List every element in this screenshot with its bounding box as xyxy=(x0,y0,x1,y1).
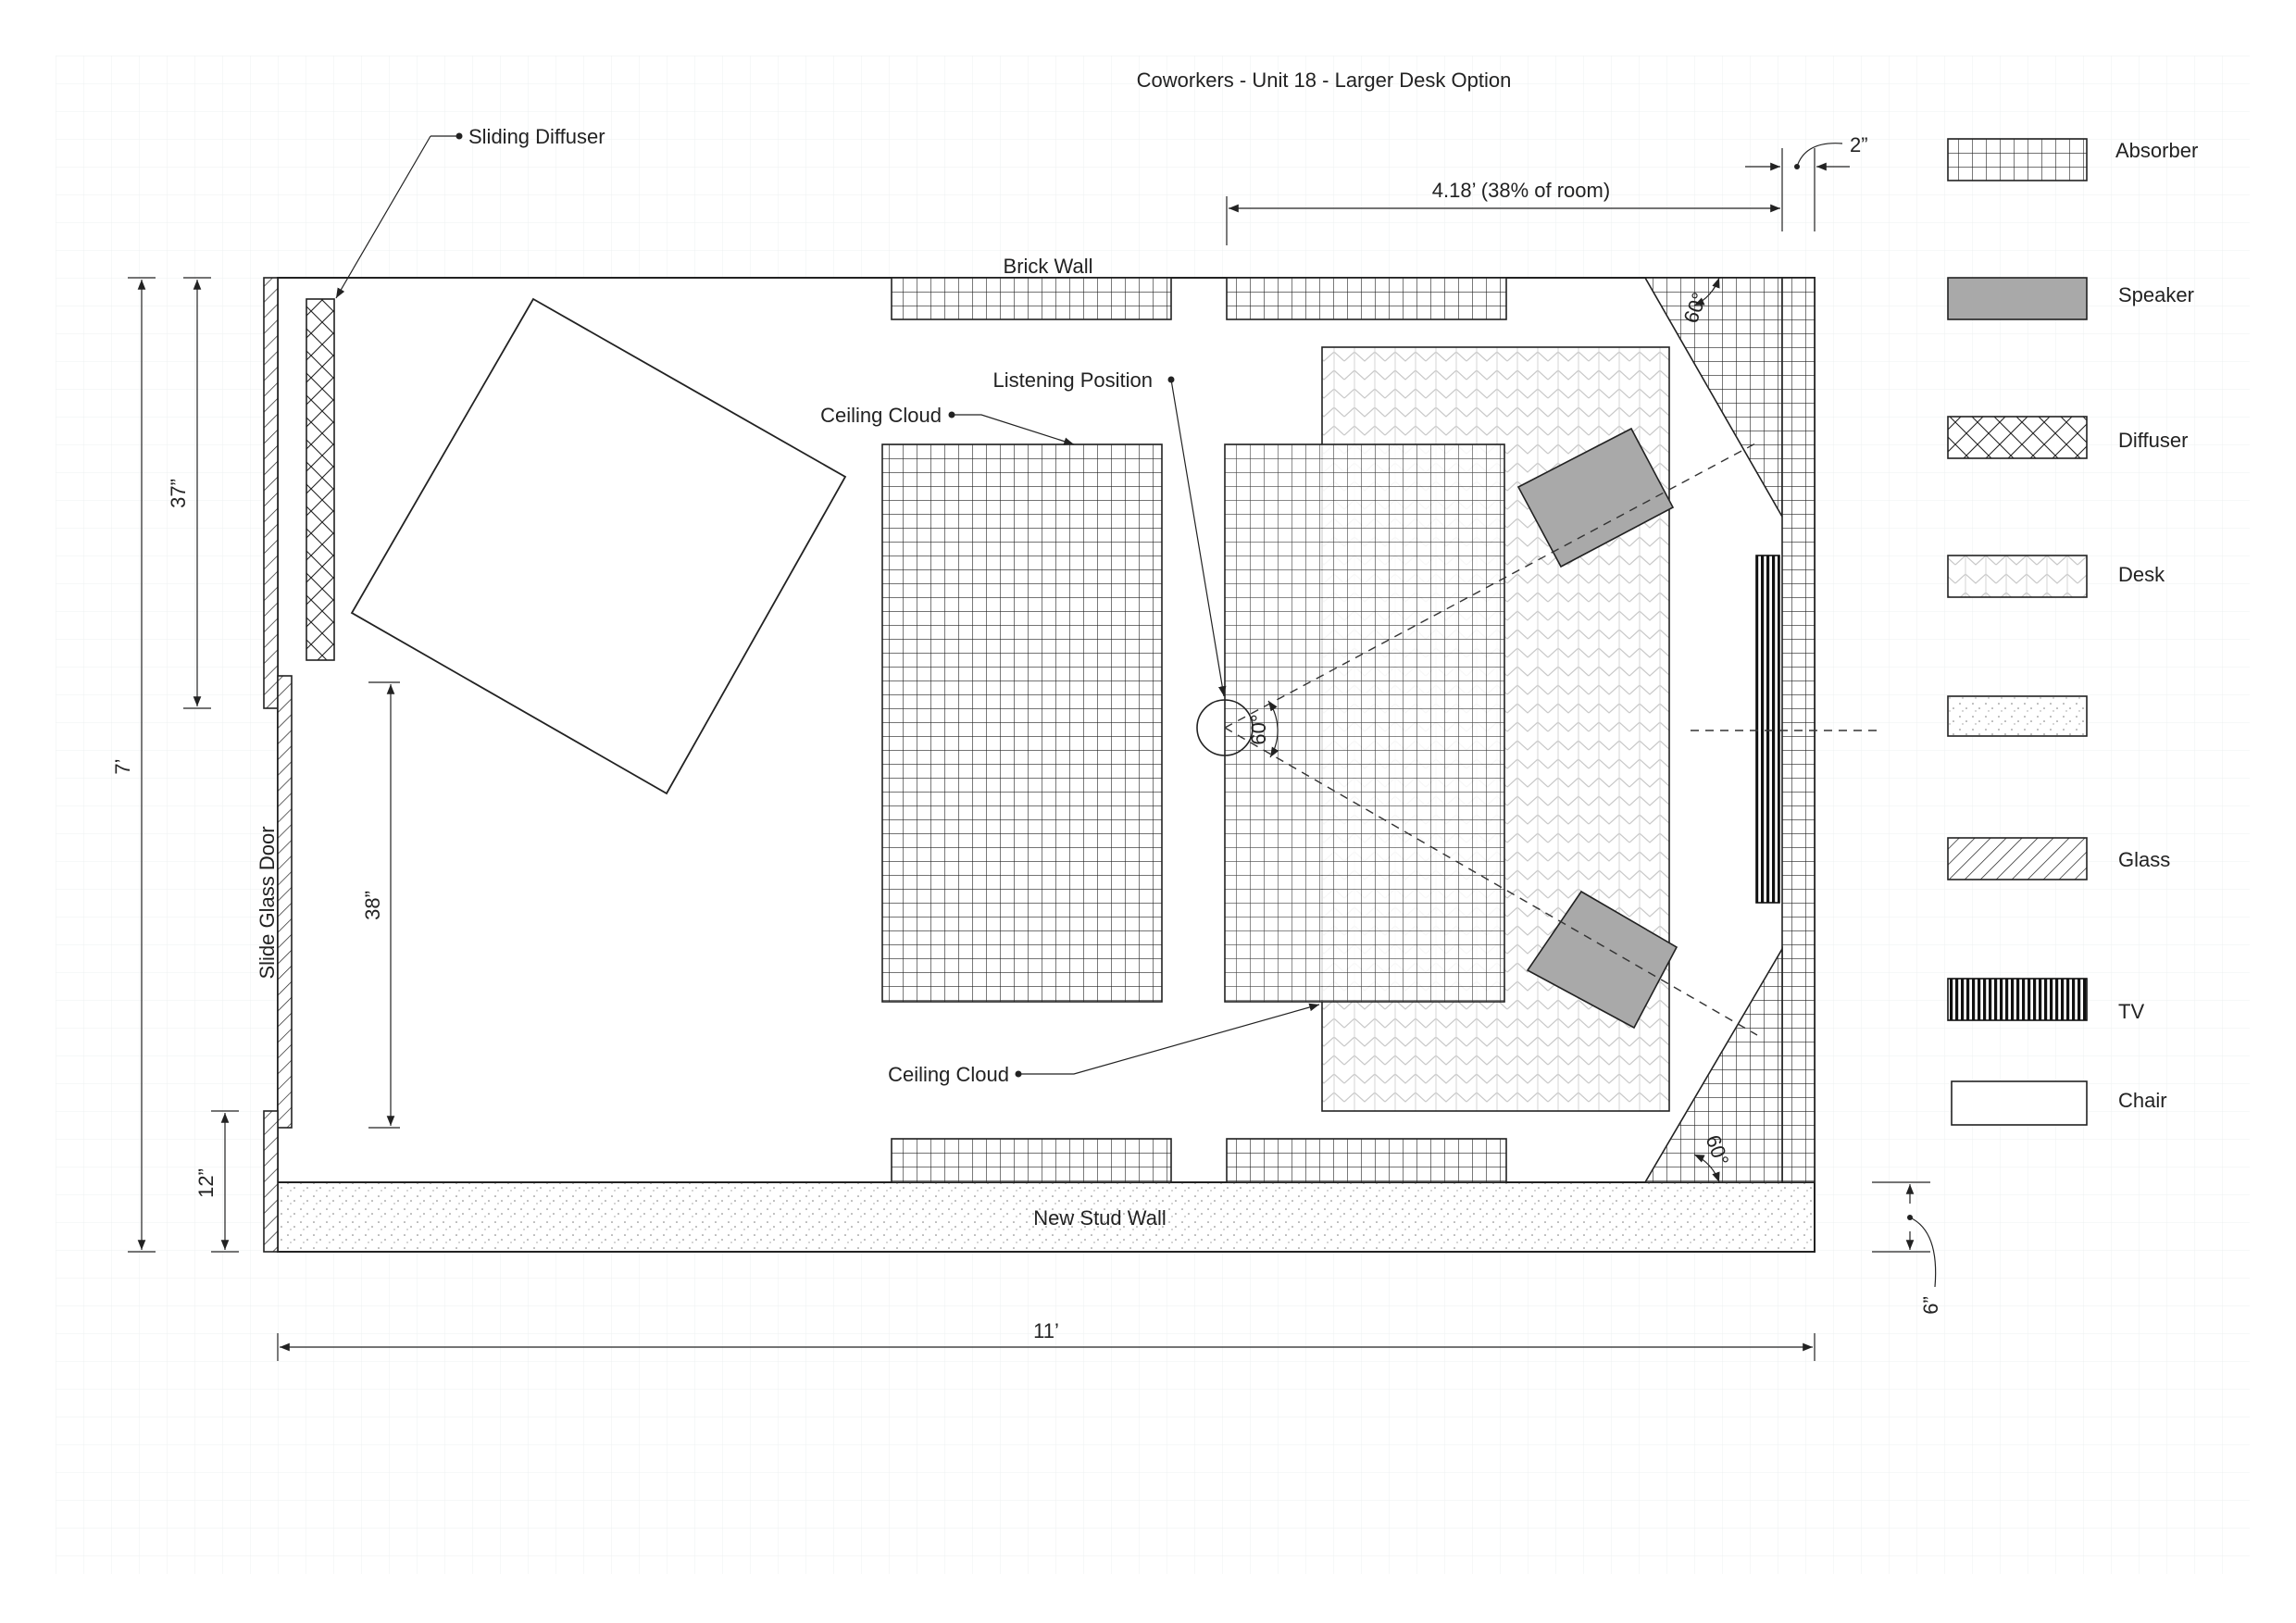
legend-speaker-swatch xyxy=(1947,277,2088,320)
absorber-bottom-left xyxy=(891,1138,1172,1183)
tv xyxy=(1755,555,1780,904)
listening-angle-arc xyxy=(1267,700,1279,758)
legend-desk-label: Desk xyxy=(2118,563,2165,586)
absorber-top-right xyxy=(1226,277,1507,320)
sliding-diffuser xyxy=(306,298,335,661)
ceiling-cloud-bottom-leader xyxy=(1018,1003,1320,1075)
width-dim-label: 11’ xyxy=(1033,1319,1059,1342)
legend-chair-swatch xyxy=(1951,1080,2088,1126)
front-span-dim-label: 4.18’ (38% of room) xyxy=(1432,179,1610,202)
listening-position-dot xyxy=(1167,376,1175,383)
sliding-diffuser-label: Sliding Diffuser xyxy=(468,125,605,148)
legend-speaker-label: Speaker xyxy=(2118,283,2194,306)
top-corner-angle-arc xyxy=(1693,277,1720,306)
new-stud-wall-label: New Stud Wall xyxy=(1033,1206,1166,1230)
listening-position-leader xyxy=(1170,379,1227,697)
legend-absorber-label: Absorber xyxy=(2115,139,2198,162)
legend-absorber-swatch xyxy=(1947,138,2088,181)
gap-dim-label: 2” xyxy=(1850,133,1868,156)
bottom-corner-angle-arc xyxy=(1693,1154,1720,1183)
ceiling-cloud-bottom-label: Ceiling Cloud xyxy=(888,1063,1009,1086)
glass-wall-lower xyxy=(263,1110,279,1253)
slide-glass-door-panel xyxy=(277,675,293,1129)
legend-stud-swatch xyxy=(1947,695,2088,737)
sliding-diffuser-dot xyxy=(455,132,463,140)
legend-tv-label: TV xyxy=(2118,1000,2144,1023)
chair xyxy=(350,297,847,795)
gap-dim-leader xyxy=(1796,143,1843,168)
door-upper-dim-label: 37” xyxy=(167,479,190,508)
legend-diffuser-swatch xyxy=(1947,416,2088,459)
listening-angle-label: 60° xyxy=(1247,714,1270,744)
speaker-top xyxy=(1516,427,1675,568)
sliding-diffuser-leader xyxy=(335,135,431,299)
legend-desk-swatch xyxy=(1947,555,2088,598)
drawing-title: Coworkers - Unit 18 - Larger Desk Option xyxy=(1137,69,1512,92)
stud-depth-dim-label: 6” xyxy=(1919,1296,1942,1315)
corner-absorber-bottom xyxy=(1643,946,1783,1183)
legend-glass-swatch xyxy=(1947,837,2088,880)
ceiling-cloud-top-label: Ceiling Cloud xyxy=(820,404,942,427)
listening-position-label: Listening Position xyxy=(993,368,1153,392)
speaker-bottom xyxy=(1526,890,1678,1030)
listening-position-marker xyxy=(1196,699,1254,756)
legend-tv-swatch xyxy=(1947,978,2088,1021)
legend: Absorber Speaker Diffuser Desk Glass TV … xyxy=(1947,138,2198,1126)
brick-wall-label: Brick Wall xyxy=(1004,255,1093,278)
listening-line-top xyxy=(1224,442,1758,729)
legend-glass-label: Glass xyxy=(2118,848,2170,871)
ceiling-cloud-left xyxy=(881,443,1163,1003)
absorber-bottom-right xyxy=(1226,1138,1507,1183)
glass-wall-upper xyxy=(263,277,279,709)
slide-glass-door-label: Slide Glass Door xyxy=(256,826,279,979)
ceiling-cloud-top-leader xyxy=(952,414,1075,445)
height-dim-label: 7’ xyxy=(111,758,134,774)
legend-diffuser-label: Diffuser xyxy=(2118,429,2188,452)
door-bottom-dim-label: 12” xyxy=(194,1168,218,1198)
stud-depth-dim-leader xyxy=(1909,1217,1937,1288)
door-lower-dim-label: 38” xyxy=(361,891,384,920)
legend-chair-label: Chair xyxy=(2118,1089,2167,1112)
absorber-top-left xyxy=(891,277,1172,320)
